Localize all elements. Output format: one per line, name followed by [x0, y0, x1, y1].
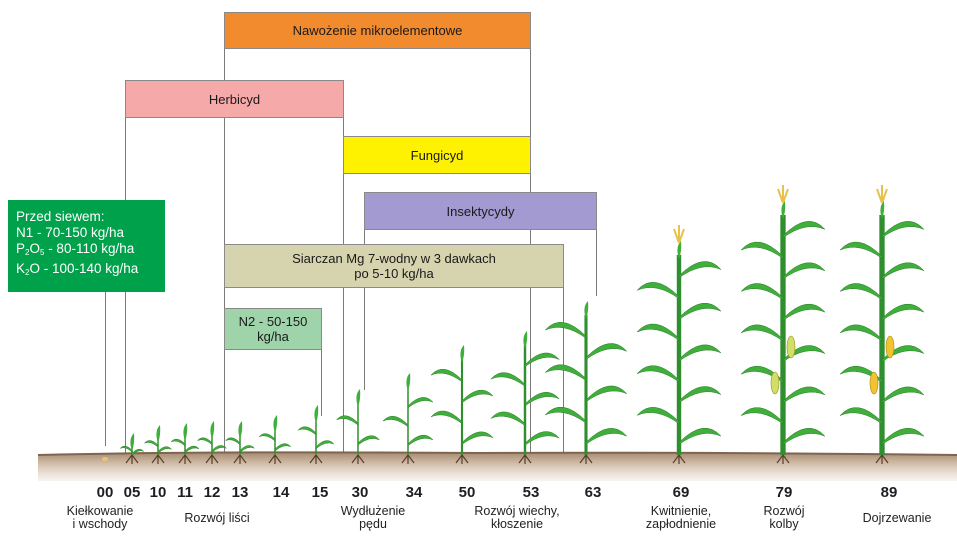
maize-plant-63	[545, 301, 627, 464]
bbch-code-00: 00	[96, 484, 114, 501]
bbch-code-34: 34	[405, 484, 423, 501]
stage-heading-label: Rozwój wiechy,kłoszenie	[474, 504, 560, 531]
stage-leaf-development-label: Rozwój liści	[184, 511, 250, 525]
stage-ripening-label: Dojrzewanie	[862, 511, 932, 525]
bbch-code-15: 15	[311, 484, 329, 501]
pre-sowing-title: Przed siewem:	[16, 209, 105, 224]
maize-plant-34	[382, 373, 434, 464]
bbch-code-05: 05	[123, 484, 141, 501]
fungicide-label: Fungicyd	[410, 147, 464, 163]
guide-line	[105, 292, 106, 446]
guide-line	[596, 230, 597, 296]
insecticide-label: Insektycydy	[446, 203, 515, 219]
bbch-code-89: 89	[880, 484, 898, 501]
herbicide-label: Herbicyd	[208, 91, 261, 107]
guide-line	[321, 350, 322, 416]
bbch-code-63: 63	[584, 484, 602, 501]
maize-plant-50	[430, 345, 494, 464]
maize-plant-15	[297, 405, 335, 464]
maize-plant-12	[197, 421, 227, 464]
maize-plant-13	[225, 421, 255, 464]
maize-plant-05	[120, 433, 144, 464]
bbch-code-14: 14	[272, 484, 290, 501]
bbch-code-12: 12	[203, 484, 221, 501]
bbch-code-10: 10	[149, 484, 167, 501]
insecticide-box: Insektycydy	[364, 192, 597, 230]
magnesium-sulfate-line1: Siarczan Mg 7-wodny w 3 dawkach	[292, 251, 496, 266]
bbch-code-69: 69	[672, 484, 690, 501]
pre-sowing-n1: N1 - 70-150 kg/ha	[16, 225, 125, 240]
pre-sowing-p2o5: P2O5 - 80-110 kg/ha	[16, 241, 135, 257]
fungicide-box: Fungicyd	[343, 136, 531, 174]
magnesium-sulfate-box: Siarczan Mg 7-wodny w 3 dawkach po 5-10 …	[224, 244, 564, 288]
maize-plant-00	[102, 457, 108, 461]
bbch-code-53: 53	[522, 484, 540, 501]
micronutrient-label: Nawożenie mikroelementowe	[292, 23, 463, 38]
maize-plant-69	[636, 225, 722, 464]
bbch-code-79: 79	[775, 484, 793, 501]
magnesium-sulfate-line2: po 5-10 kg/ha	[354, 266, 434, 281]
pre-sowing-box: Przed siewem: N1 - 70-150 kg/ha P2O5 - 8…	[8, 200, 165, 292]
bbch-code-11: 11	[177, 484, 193, 501]
bbch-code-30: 30	[351, 484, 369, 501]
guide-line	[364, 230, 365, 390]
n2-line1: N2 - 50-150	[238, 314, 308, 329]
stage-flowering-label: Kwitnienie,zapłodnienie	[645, 504, 717, 531]
maize-plant-11	[170, 423, 200, 464]
maize-plant-79	[740, 185, 826, 464]
maize-plant-10	[144, 425, 172, 464]
maize-plant-14	[259, 415, 291, 464]
n2-line2: kg/ha	[257, 329, 289, 344]
guide-line	[563, 288, 564, 454]
pre-sowing-k2o: K2O - 100-140 kg/ha	[16, 261, 139, 277]
micronutrient-fertilization-box: Nawożenie mikroelementowe	[224, 12, 531, 49]
soil-band	[37, 451, 957, 481]
n2-fertilization-box: N2 - 50-150 kg/ha	[224, 308, 322, 350]
bbch-code-50: 50	[458, 484, 476, 501]
herbicide-box: Herbicyd	[125, 80, 344, 118]
maize-plant-53	[490, 331, 560, 464]
maize-plant-30	[336, 389, 380, 464]
maize-plant-89	[839, 185, 925, 464]
bbch-code-13: 13	[231, 484, 249, 501]
